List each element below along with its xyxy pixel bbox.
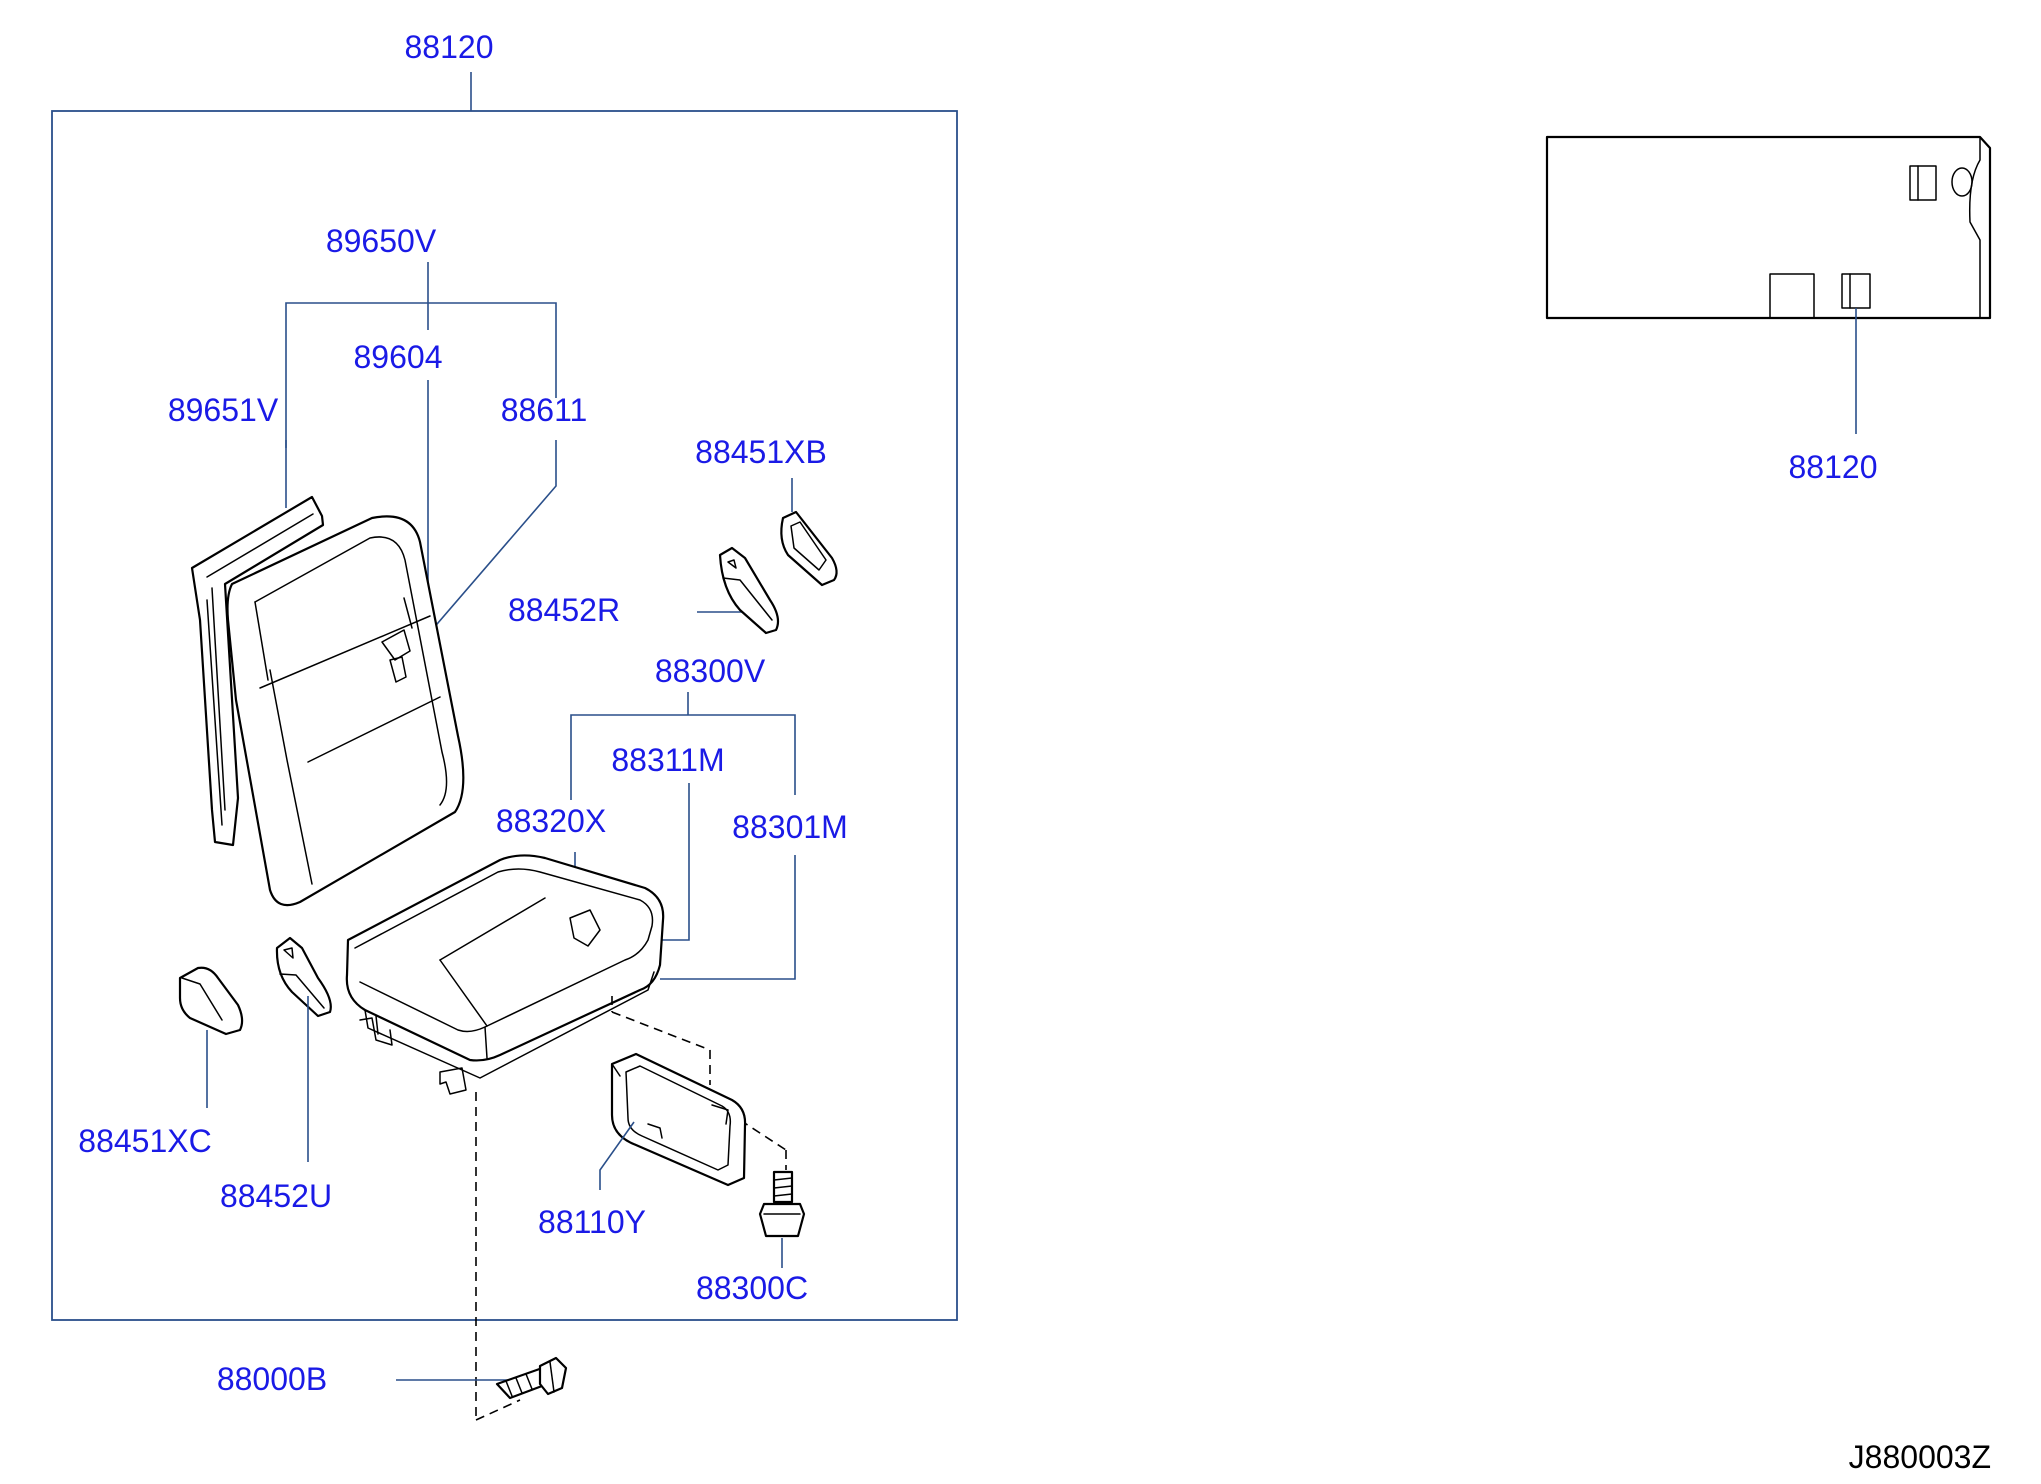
leader-cushion-pad — [660, 855, 796, 980]
guide-line-bolt — [739, 1119, 787, 1151]
label-floor-bolt[interactable]: 88000B — [217, 1361, 327, 1397]
label-back-pad[interactable]: 89651V — [168, 392, 279, 428]
label-cushion-cover[interactable]: 88320X — [496, 803, 606, 839]
cushion-frame-part — [610, 1052, 747, 1187]
label-back-trim[interactable]: 88611 — [501, 392, 588, 428]
leader-back-trim — [399, 440, 557, 668]
hinge-cover-lc-part — [178, 966, 244, 1036]
hinge-cover-lu-part — [275, 936, 332, 1018]
label-cushion-assy[interactable]: 88300V — [655, 653, 766, 689]
diagram-code: J880003Z — [1849, 1439, 1991, 1475]
label-head-rest[interactable]: 89604 — [354, 339, 443, 375]
label-assembly-inset[interactable]: 88120 — [1789, 449, 1878, 485]
label-assembly-top[interactable]: 88120 — [405, 29, 494, 65]
label-cushion-frame[interactable]: 88110Y — [538, 1204, 646, 1240]
label-hinge-cover-lc[interactable]: 88451XC — [78, 1123, 211, 1159]
hinge-cover-rr-part — [718, 546, 780, 635]
assembly-boundary-box — [51, 110, 958, 1321]
seat-back-pad-part — [190, 495, 325, 847]
label-hinge-cover-rr[interactable]: 88452R — [508, 592, 620, 628]
label-hinge-cover-lu[interactable]: 88452U — [220, 1178, 332, 1214]
label-cushion-pad[interactable]: 88301M — [732, 809, 848, 845]
seat-back-cushion-part — [226, 515, 465, 907]
leader-cushion-frame — [599, 1121, 635, 1190]
guide-line-floor-bolt-foot — [475, 1399, 521, 1421]
label-cushion-bolt[interactable]: 88300C — [696, 1270, 808, 1306]
bracket-cushion-assy — [570, 714, 796, 800]
guide-line-frame-b — [611, 1011, 711, 1051]
label-cushion-trim[interactable]: 88311M — [611, 742, 724, 778]
cushion-bolt-part — [758, 1170, 806, 1238]
bracket-seat-back-assy — [285, 302, 557, 448]
inset-label-plate — [1545, 135, 1992, 320]
hinge-cover-rb-part — [780, 510, 838, 587]
seat-cushion-part — [345, 854, 665, 1095]
label-seat-back-assy[interactable]: 89650V — [326, 223, 437, 259]
floor-bolt-part — [495, 1356, 568, 1400]
label-hinge-cover-rb[interactable]: 88451XB — [695, 434, 827, 470]
